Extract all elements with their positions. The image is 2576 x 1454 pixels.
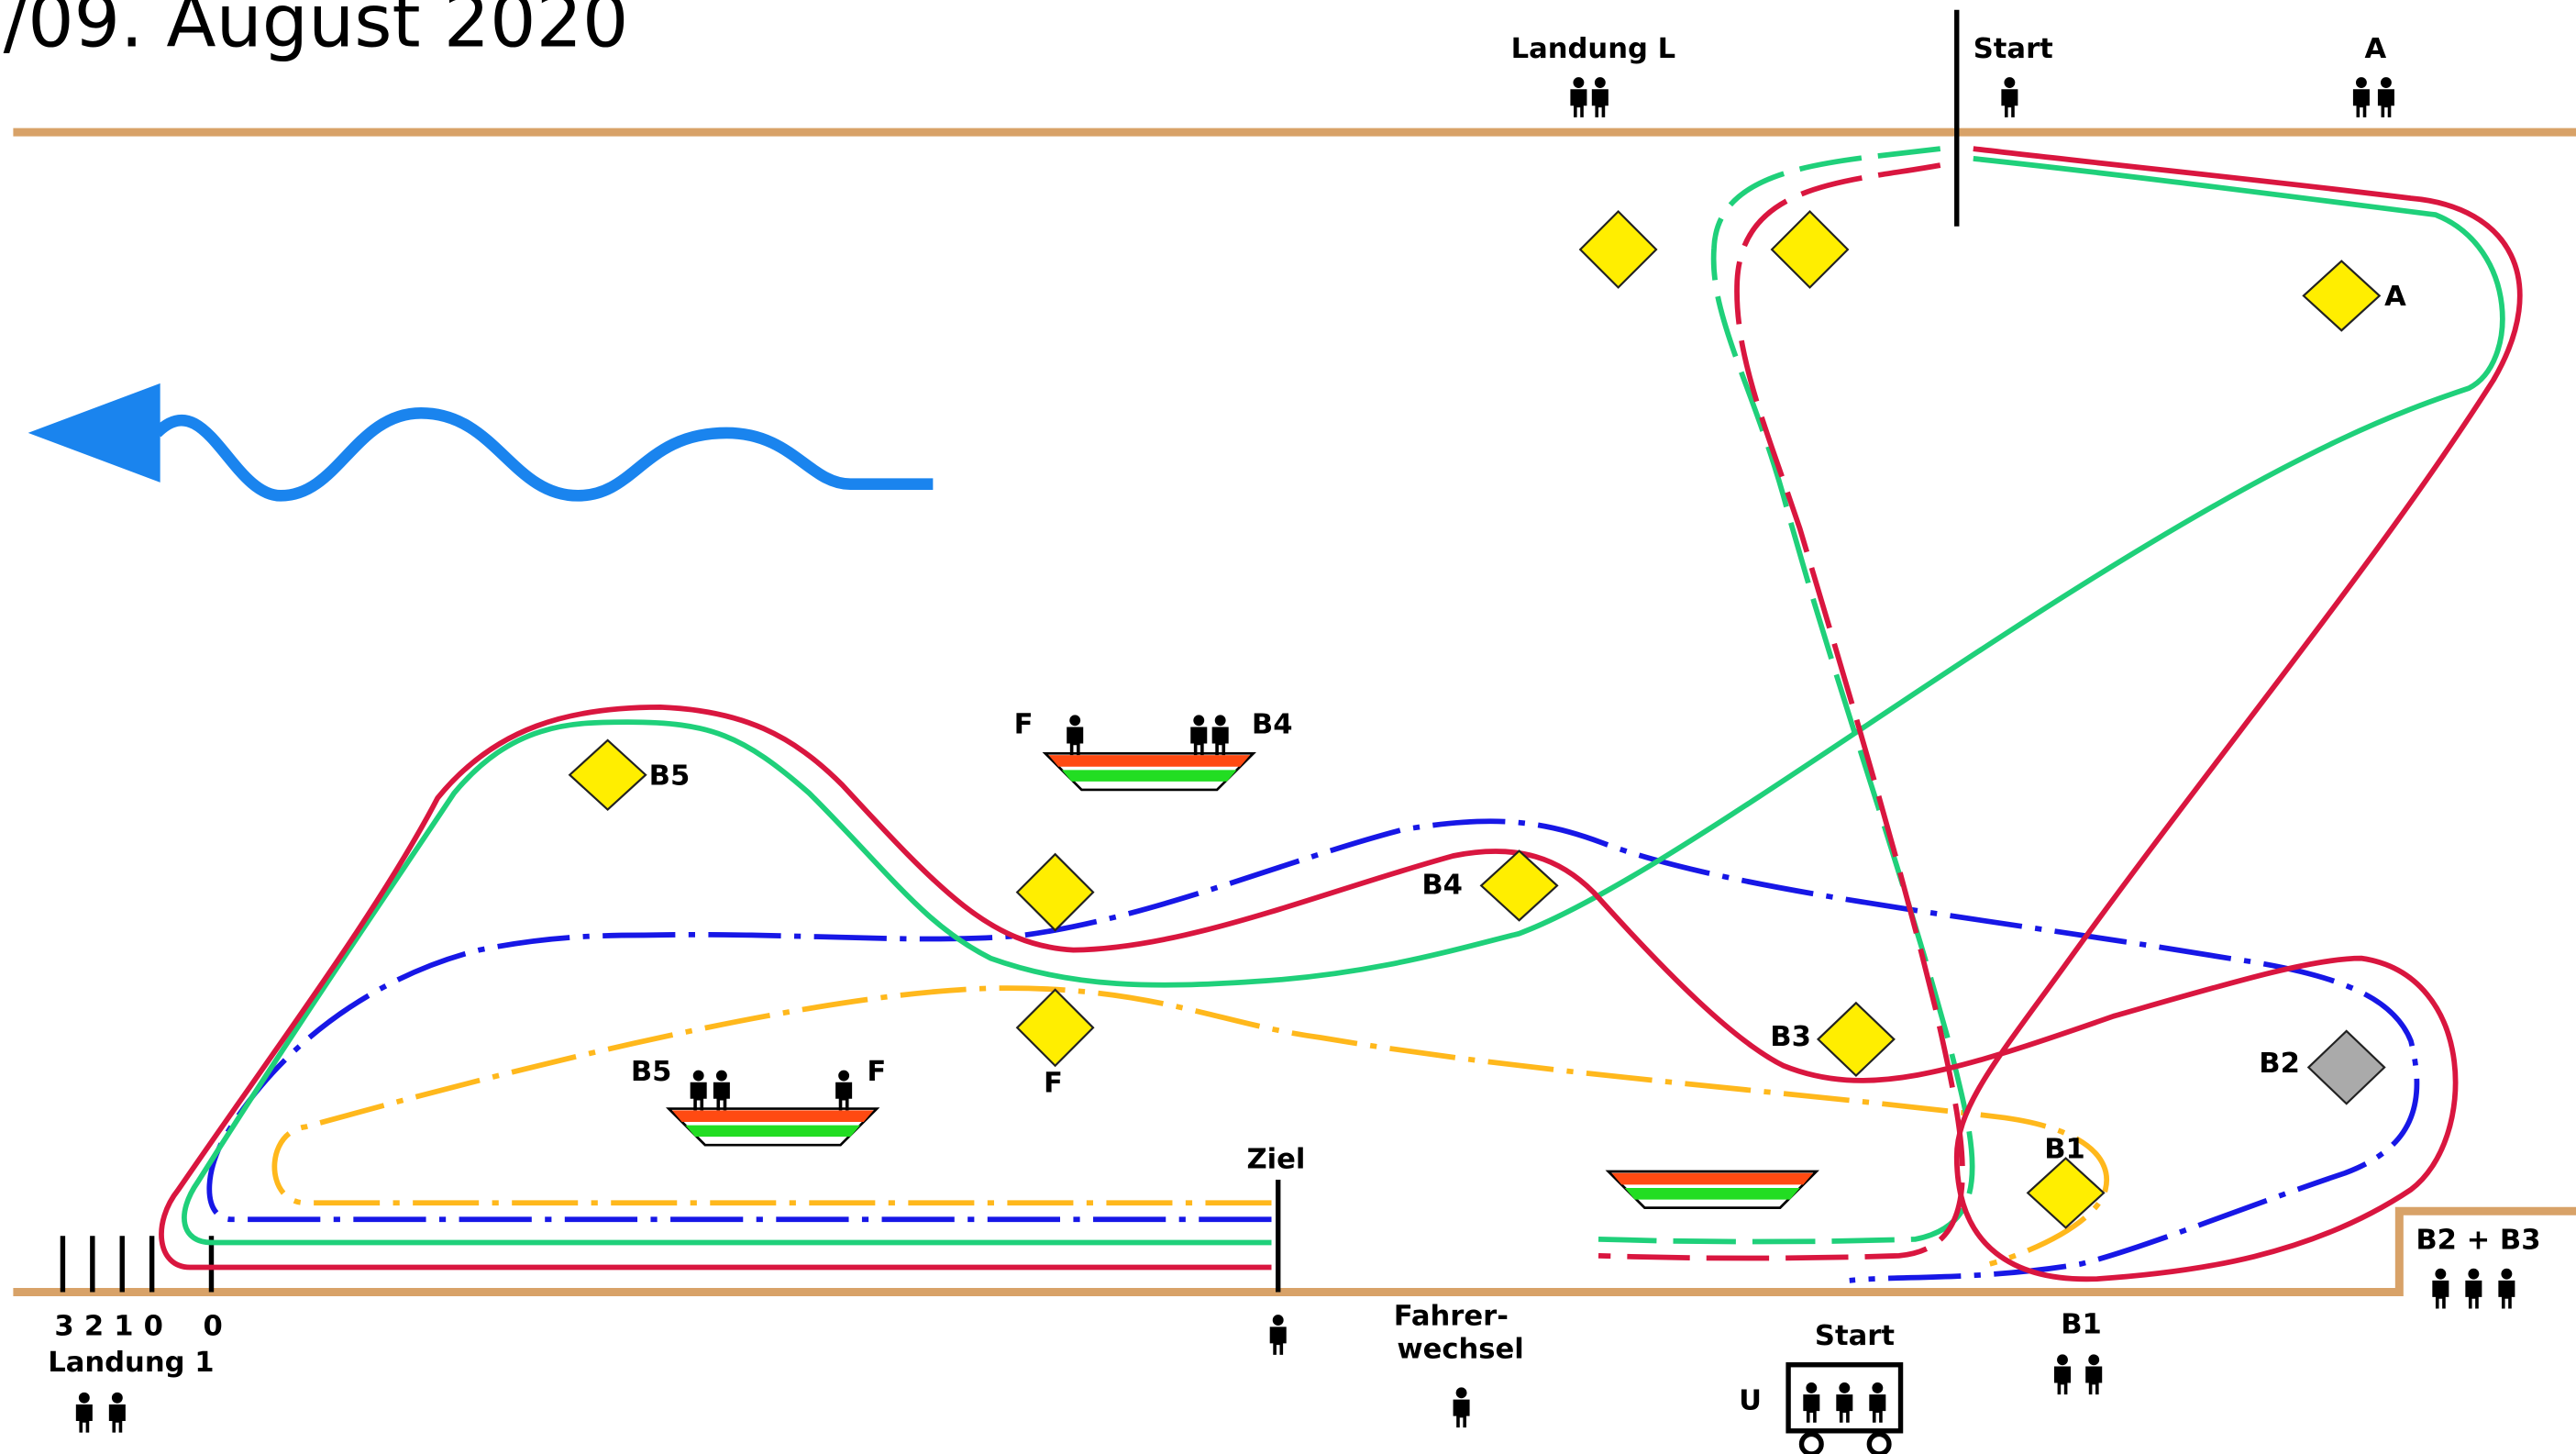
buoy-icon xyxy=(2026,1157,2106,1229)
buoy-icon xyxy=(2306,1029,2386,1105)
red-course-dashed xyxy=(1598,162,1965,1261)
blue-course xyxy=(206,818,2420,1283)
wind-direction-icon xyxy=(28,383,934,502)
label-start-top: Start xyxy=(1973,33,2053,65)
red-course xyxy=(159,146,2523,1282)
landing-ticks xyxy=(60,1236,215,1293)
date-title: /09. August 2020 xyxy=(4,0,629,63)
label-b4-buoy: B4 xyxy=(1421,869,1463,901)
label-landung-l: Landung L xyxy=(1511,33,1676,65)
buoy-icon xyxy=(1015,852,1095,932)
label-wechsel: wechsel xyxy=(1397,1334,1523,1366)
label-b2-b3: B2 + B3 xyxy=(2416,1225,2540,1257)
label-u: U xyxy=(1739,1384,1762,1416)
label-b3-buoy: B3 xyxy=(1770,1021,1811,1053)
label-tick-2: 2 xyxy=(84,1310,104,1342)
label-landung-1: Landung 1 xyxy=(48,1347,214,1379)
boat-icon xyxy=(1605,1170,1819,1209)
buoy-icon xyxy=(1015,988,1095,1068)
label-start-bottom: Start xyxy=(1815,1320,1895,1352)
label-f-boat-right: F xyxy=(867,1056,886,1088)
label-a-top: A xyxy=(2365,33,2387,65)
label-b5-boat: B5 xyxy=(631,1056,672,1088)
label-b1-buoy: B1 xyxy=(2044,1134,2085,1166)
buoy-icon xyxy=(1770,210,1850,289)
label-b4-boat: B4 xyxy=(1252,709,1293,741)
label-a-buoy: A xyxy=(2384,281,2406,313)
buoy-icon xyxy=(1578,210,1658,289)
label-tick-1: 1 xyxy=(114,1310,133,1342)
buoy-icon xyxy=(568,738,647,812)
boat-icon xyxy=(1042,751,1256,792)
label-ziel: Ziel xyxy=(1246,1143,1305,1175)
label-b2-buoy: B2 xyxy=(2259,1048,2300,1080)
green-course-dashed xyxy=(1598,146,1975,1245)
label-fahrer: Fahrer- xyxy=(1394,1301,1509,1333)
green-course xyxy=(182,156,2505,1246)
label-tick-0b: 0 xyxy=(203,1310,222,1342)
orange-course xyxy=(271,985,2109,1267)
label-f-boat: F xyxy=(1014,709,1034,741)
buoy-icon xyxy=(2302,260,2382,332)
label-tick-3: 3 xyxy=(54,1310,73,1342)
label-f-buoy: F xyxy=(1044,1068,1063,1100)
label-tick-0a: 0 xyxy=(144,1310,163,1342)
shore-bottom xyxy=(13,1206,2576,1296)
buoy-icon xyxy=(1479,849,1559,922)
buoy-icon xyxy=(1816,1001,1896,1078)
label-b5-buoy: B5 xyxy=(649,760,691,793)
boat-icon xyxy=(665,1107,880,1147)
person-icon xyxy=(75,77,2515,1433)
label-b1-bottom: B1 xyxy=(2061,1309,2102,1341)
trailer-icon xyxy=(1786,1362,1904,1454)
